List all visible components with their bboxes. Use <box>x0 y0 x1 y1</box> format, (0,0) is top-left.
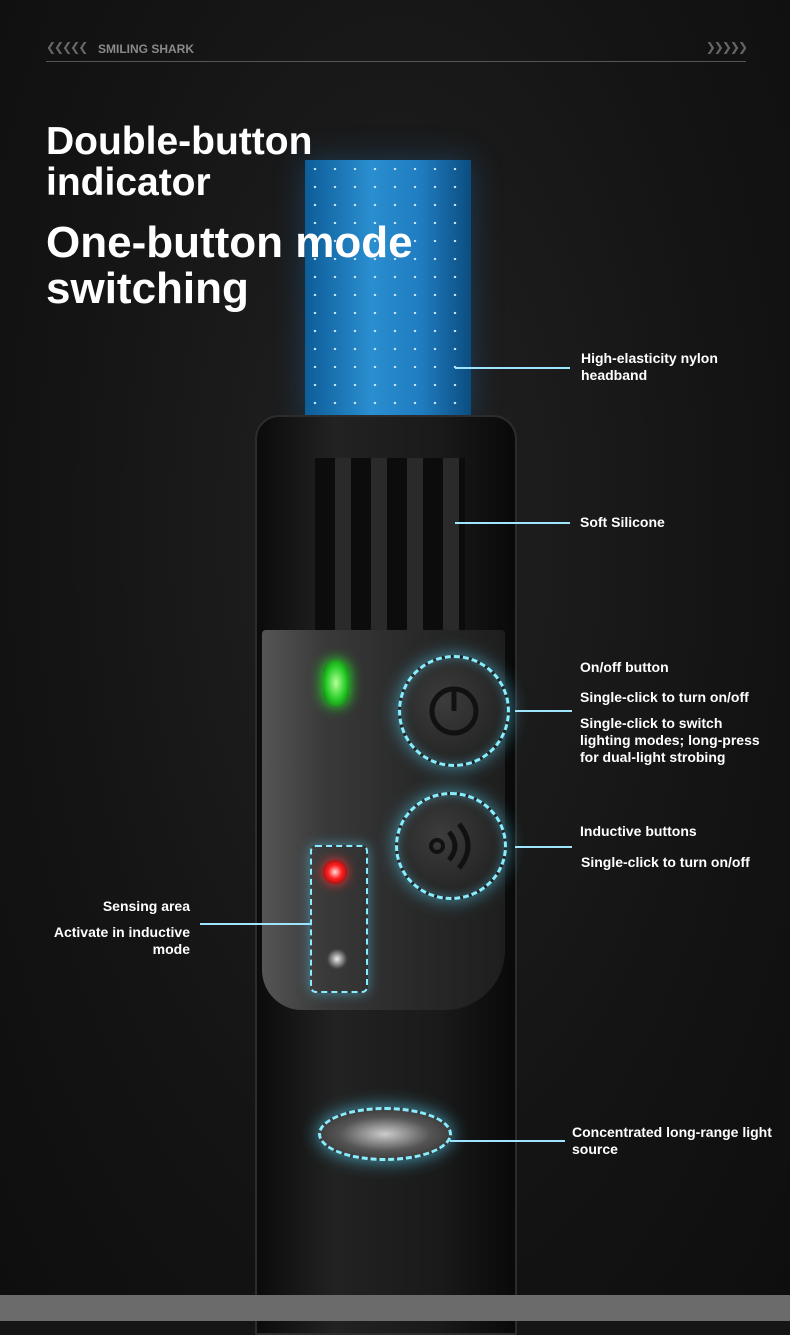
title-line-1: Double-button indicator <box>46 120 313 204</box>
label-lens: Concentrated long-range light source <box>572 1124 772 1157</box>
label-silicone: Soft Silicone <box>580 514 665 530</box>
callout-line-inductive <box>515 846 572 848</box>
label-sensing-title: Sensing area <box>102 898 190 914</box>
callout-line-lens <box>450 1140 565 1142</box>
label-inductive-title: Inductive buttons <box>580 823 697 839</box>
label-sensing-line1: Activate in inductive mode <box>53 924 190 957</box>
spotlight-lens <box>318 1107 452 1161</box>
left-arrows-icon: ❮❮❮❮❮ <box>46 40 88 54</box>
sensing-area <box>310 845 368 993</box>
callout-line-headband <box>455 367 570 369</box>
green-indicator-led <box>323 660 349 706</box>
power-button[interactable] <box>398 655 510 767</box>
power-icon <box>429 686 479 736</box>
bottom-strip <box>0 1295 790 1321</box>
label-onoff-title: On/off button <box>580 659 669 675</box>
label-onoff-line2: Single-click to switch lighting modes; l… <box>580 715 760 765</box>
label-onoff-line1: Single-click to turn on/off <box>580 689 749 705</box>
red-indicator-led <box>323 860 347 884</box>
right-arrows-icon: ❯❯❯❯❯ <box>705 40 748 54</box>
title-line-2: One-button mode switching <box>46 218 413 314</box>
callout-line-sensing <box>200 923 310 925</box>
callout-line-silicone <box>455 522 570 524</box>
headband-image <box>305 160 471 420</box>
inductive-button[interactable] <box>395 792 507 900</box>
proximity-sensor <box>326 948 348 970</box>
brand-logo: SMILING SHARK <box>98 42 194 56</box>
wave-icon <box>429 822 471 870</box>
silicone-ribs <box>315 458 465 633</box>
header-bar: ❮❮❮❮❮ SMILING SHARK ❯❯❯❯❯ <box>46 40 748 62</box>
label-headband: High-elasticity nylon headband <box>581 350 718 383</box>
callout-line-onoff <box>515 710 572 712</box>
label-inductive-line1: Single-click to turn on/off <box>581 854 750 870</box>
